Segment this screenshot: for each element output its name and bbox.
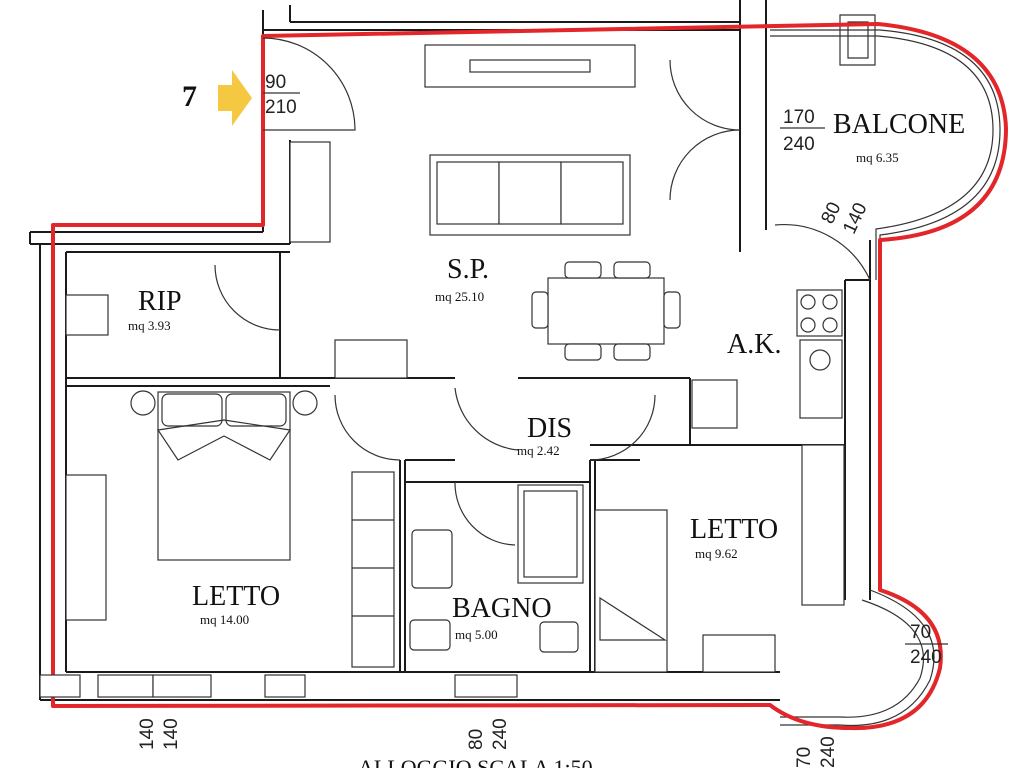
bagno-window-width: 80 bbox=[466, 729, 487, 750]
room-sp-name: S.P. bbox=[447, 254, 489, 285]
dimension-letto-small-window: 70 240 bbox=[905, 622, 948, 668]
bottom-right-window-height: 240 bbox=[818, 736, 839, 768]
arrow-right-icon bbox=[218, 70, 252, 126]
letto-small-window-width: 70 bbox=[910, 622, 931, 643]
unit-outline bbox=[51, 22, 1008, 731]
room-letto-small-name: LETTO bbox=[690, 514, 778, 545]
room-rip-area: mq 3.93 bbox=[128, 318, 171, 333]
room-bagno-name: BAGNO bbox=[452, 593, 552, 624]
bottom-left-window-width: 140 bbox=[137, 718, 158, 750]
room-letto-main-name: LETTO bbox=[192, 581, 280, 612]
balcone-side-height: 140 bbox=[839, 200, 871, 238]
dimension-balcone-side: 80 140 bbox=[817, 199, 871, 238]
dimension-entrance: 90 210 bbox=[263, 72, 300, 118]
room-bagno-area: mq 5.00 bbox=[455, 627, 498, 642]
bagno-window-height: 240 bbox=[490, 718, 511, 750]
room-balcone-area: mq 6.35 bbox=[856, 150, 899, 165]
room-rip-name: RIP bbox=[138, 286, 182, 317]
bottom-left-window-height: 140 bbox=[161, 718, 182, 750]
balcone-door-height: 240 bbox=[783, 134, 815, 155]
balcone-door-width: 170 bbox=[783, 107, 815, 128]
room-dis-area: mq 2.42 bbox=[517, 443, 560, 458]
letto-small-window-height: 240 bbox=[910, 647, 942, 668]
room-ak-name: A.K. bbox=[727, 329, 781, 360]
room-sp-area: mq 25.10 bbox=[435, 289, 484, 304]
dimension-bagno-window: 80 240 bbox=[466, 718, 511, 750]
bay-rails bbox=[780, 589, 935, 727]
entrance-width: 90 bbox=[265, 72, 286, 93]
dimension-bottom-left-window: 140 140 bbox=[137, 718, 182, 750]
furniture bbox=[65, 44, 845, 673]
dimension-balcone-door: 170 240 bbox=[780, 107, 825, 155]
dimension-bottom-right-window: 70 240 bbox=[794, 736, 839, 768]
unit-label: 7 bbox=[182, 80, 197, 113]
windows bbox=[39, 674, 518, 698]
room-dis-name: DIS bbox=[527, 413, 572, 444]
room-letto-main-area: mq 14.00 bbox=[200, 612, 249, 627]
room-letto-small-area: mq 9.62 bbox=[695, 546, 738, 561]
bottom-right-window-width: 70 bbox=[794, 747, 815, 768]
room-balcone-name: BALCONE bbox=[833, 109, 965, 140]
entrance-height: 210 bbox=[265, 97, 297, 118]
doors bbox=[214, 37, 871, 546]
balcony-rails bbox=[770, 14, 1001, 280]
plan-caption: ALLOGGIO SCALA 1:50 bbox=[358, 755, 593, 768]
